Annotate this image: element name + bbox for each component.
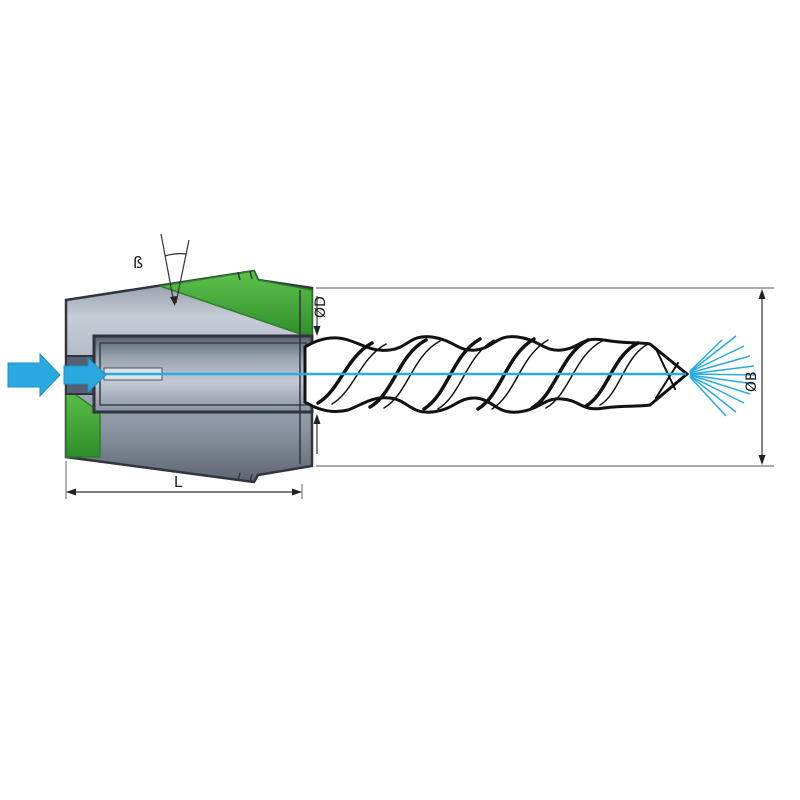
dimension-bore-diameter: ØD: [313, 296, 329, 454]
length-left-arrow: [66, 488, 76, 496]
collet-top-notch: [237, 270, 253, 281]
spray-line: [689, 335, 737, 373]
coolant-spray: [689, 335, 757, 417]
spray-line: [689, 345, 745, 373]
spray-line: [689, 375, 737, 413]
length-right-arrow: [292, 488, 302, 496]
dimension-angle: ß: [133, 233, 190, 306]
spray-line: [689, 374, 751, 395]
spray-line: [689, 376, 727, 417]
outer-diameter-label: ØB: [744, 371, 760, 392]
coolant-flow-arrows: [7, 352, 107, 398]
outer-diameter-label-group: ØB: [744, 371, 760, 392]
outer-dim-bottom-arrow: [758, 455, 766, 465]
outer-dim-top-arrow: [758, 289, 766, 299]
flow-arrow-small-icon: [63, 356, 107, 394]
coolant: [7, 335, 757, 417]
bore-dim-bottom-arrow: [313, 414, 321, 424]
spray-line: [689, 355, 751, 374]
angle-line-1: [160, 233, 175, 304]
collet-section-bottom-left: [65, 386, 101, 458]
bore-diameter-label-group: ØD: [313, 296, 329, 318]
length-label: L: [174, 473, 183, 491]
angle-line-2: [175, 239, 190, 304]
collet-bottom-notch: [237, 472, 253, 483]
bore-dim-top-arrow: [313, 326, 321, 336]
spray-line: [689, 365, 755, 375]
angle-label: ß: [133, 253, 143, 272]
dimension-length: L: [65, 461, 303, 499]
bore-diameter-label: ØD: [313, 296, 329, 318]
dimension-outer-diameter: ØB: [316, 287, 774, 467]
flow-arrow-large-icon: [7, 352, 61, 398]
spray-line: [689, 375, 745, 404]
spray-line: [689, 374, 755, 385]
dimensions: ß ØD ØB: [65, 233, 774, 499]
drill-tip-edges: [655, 348, 679, 399]
angle-arrowhead: [170, 296, 177, 306]
angle-arc: [164, 253, 187, 257]
spray-line: [689, 373, 757, 376]
spray-line: [689, 339, 723, 372]
